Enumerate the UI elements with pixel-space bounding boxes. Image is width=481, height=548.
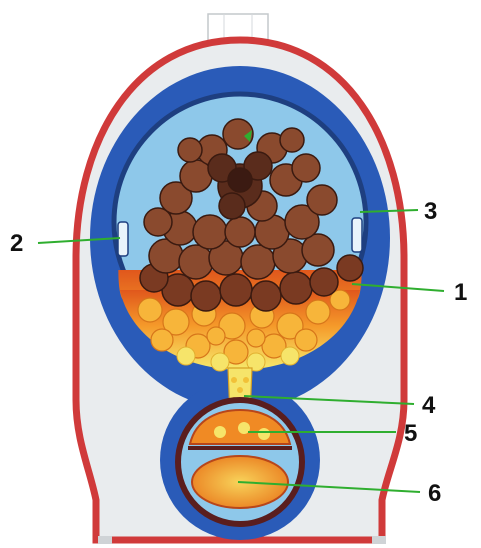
callout-number-5: 5 [404,420,417,447]
callout-number-3: 3 [424,198,437,225]
callout-number-2: 2 [10,230,23,257]
foot-left [98,536,112,544]
foot-right [372,536,386,544]
callout-number-6: 6 [428,480,441,507]
callout-number-1: 1 [454,279,467,306]
callout-number-4: 4 [422,392,436,419]
vent-right [352,218,362,252]
